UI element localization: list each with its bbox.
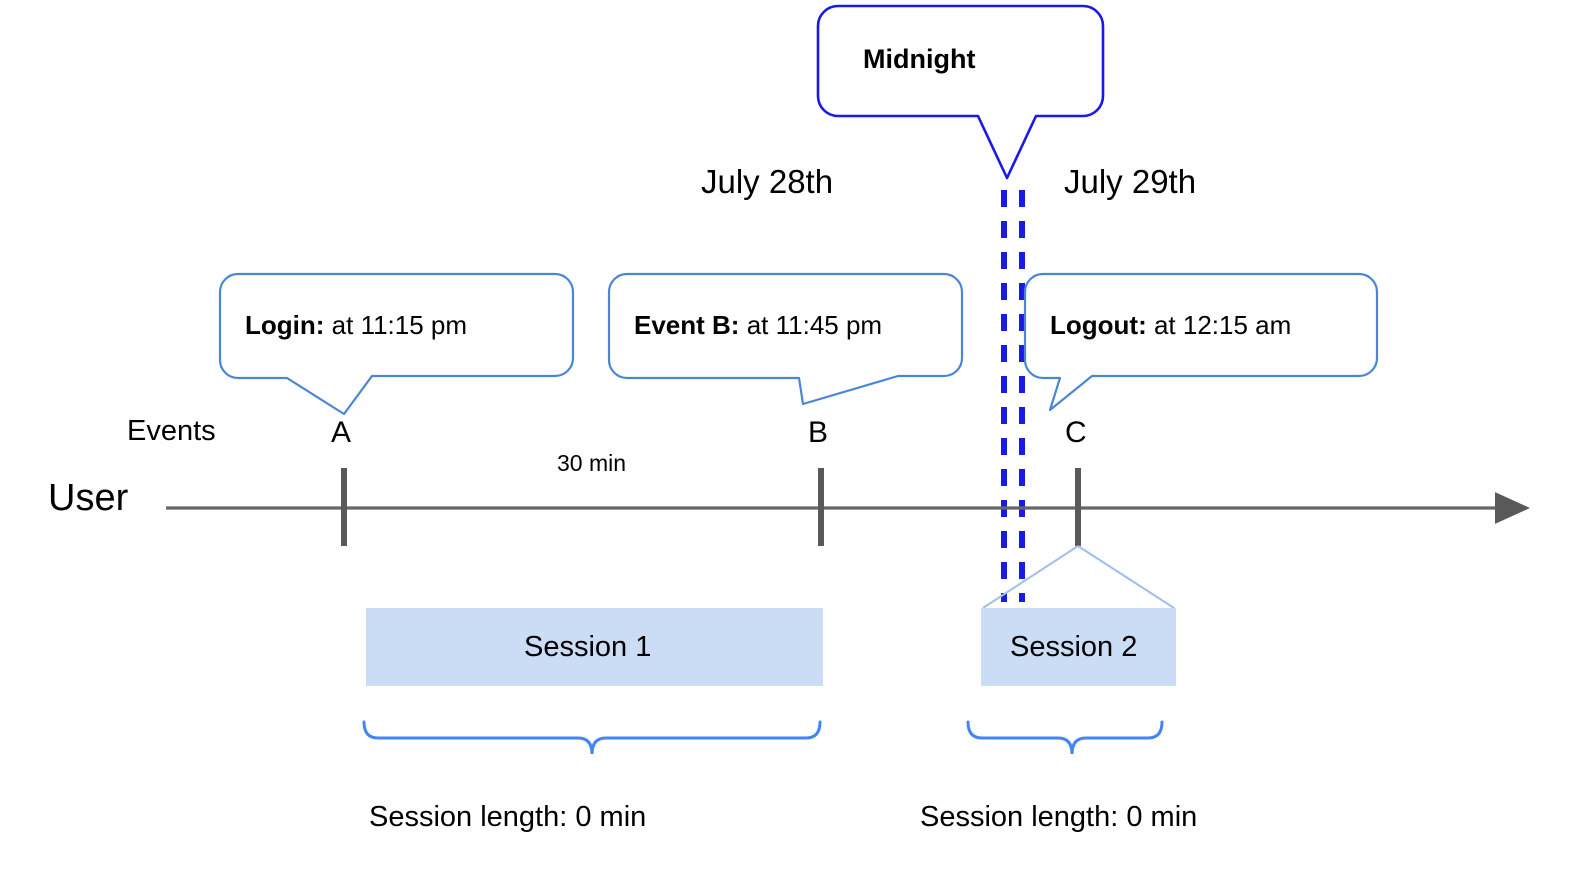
user-row-label: User: [48, 477, 129, 519]
logout-callout-bold: Logout:: [1050, 310, 1147, 340]
login-callout-text: Login: at 11:15 pm: [245, 312, 467, 338]
events-row-label: Events: [127, 415, 216, 447]
midnight-callout-label: Midnight: [863, 44, 976, 74]
midnight-callout-shape: [816, 4, 1105, 180]
login-callout-bold: Login:: [245, 310, 325, 340]
midnight-divider-lines: [1001, 190, 1025, 602]
event-b-callout-detail: at 11:45 pm: [746, 310, 883, 340]
session-2-label: Session 2: [1010, 631, 1138, 663]
session-2-brace: [966, 720, 1164, 755]
logout-callout-shape: [1023, 272, 1379, 412]
session-1-bar: [366, 608, 823, 686]
session-2-length-label: Session length: 0 min: [920, 801, 1198, 833]
date-label-july-29: July 29th: [1064, 163, 1197, 200]
login-callout-detail: at 11:15 pm: [331, 310, 468, 340]
tick-label-c: C: [1065, 416, 1087, 449]
tick-label-a: A: [331, 416, 352, 449]
tick-label-b: B: [808, 416, 829, 449]
logout-callout-detail: at 12:15 am: [1153, 310, 1292, 340]
date-label-july-28: July 28th: [701, 163, 834, 200]
duration-label-30-min: 30 min: [557, 450, 627, 476]
session-1-label: Session 1: [524, 631, 652, 663]
event-b-callout-shape: [607, 272, 964, 406]
event-b-callout-bold: Event B:: [634, 310, 740, 340]
login-callout-shape: [218, 272, 575, 416]
logout-callout-text: Logout: at 12:15 am: [1050, 312, 1291, 338]
session-2-connectors: [982, 545, 1175, 609]
session-2-bar: [981, 608, 1176, 686]
event-b-callout-text: Event B: at 11:45 pm: [634, 312, 882, 338]
session-1-length-label: Session length: 0 min: [369, 801, 647, 833]
session-1-brace: [362, 720, 822, 755]
